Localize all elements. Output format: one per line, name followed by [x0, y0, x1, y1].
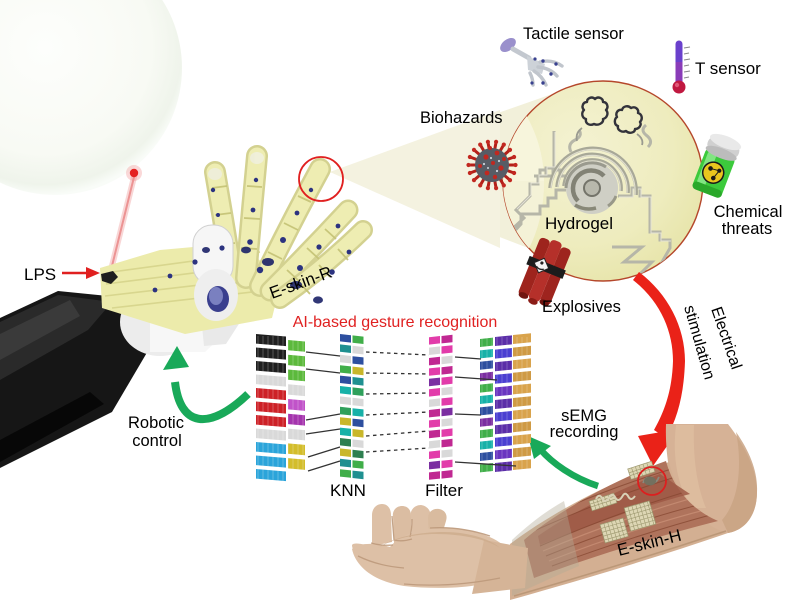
svg-text:control: control: [132, 432, 182, 450]
svg-text:Tactile sensor: Tactile sensor: [523, 25, 624, 43]
svg-text:Biohazards: Biohazards: [420, 109, 503, 127]
svg-text:recording: recording: [550, 423, 619, 441]
svg-text:Explosives: Explosives: [542, 298, 621, 316]
svg-text:threats: threats: [722, 220, 772, 238]
svg-text:T sensor: T sensor: [695, 59, 761, 78]
svg-text:Chemical: Chemical: [714, 203, 783, 221]
svg-text:sEMG: sEMG: [561, 407, 607, 425]
svg-text:KNN: KNN: [330, 481, 366, 500]
svg-text:LPS: LPS: [24, 265, 56, 284]
svg-text:AI-based gesture recognition: AI-based gesture recognition: [293, 314, 498, 331]
svg-text:Hydrogel: Hydrogel: [545, 214, 613, 233]
svg-text:Filter: Filter: [425, 481, 463, 500]
svg-text:Robotic: Robotic: [128, 414, 184, 432]
